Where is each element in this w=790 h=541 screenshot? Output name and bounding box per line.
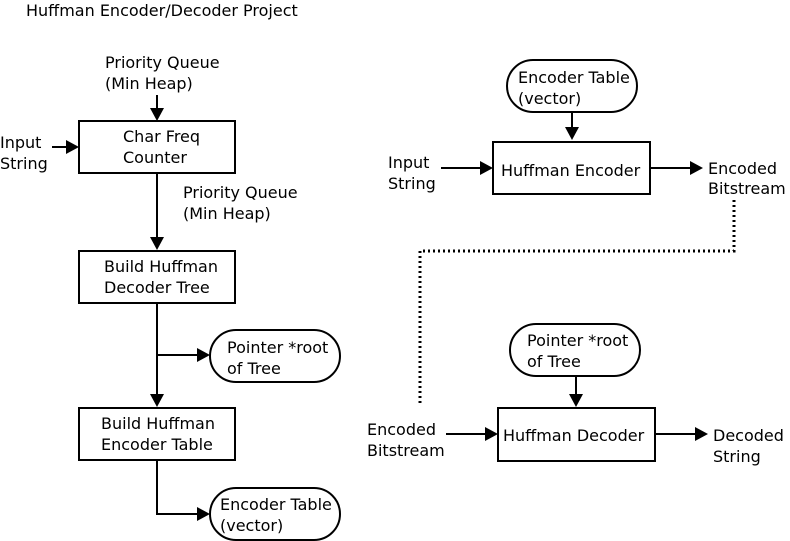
right-input-label-line2: String — [388, 174, 436, 193]
counter-to-tree-arrowhead — [150, 237, 164, 250]
left-input-label-line1: Input — [0, 133, 41, 152]
table-to-vector-arrow — [156, 460, 199, 515]
right-encoder-table-label-line1: Encoder Table — [518, 68, 630, 87]
pq-top-label-line2: (Min Heap) — [105, 74, 193, 93]
encoded-bitstream-out-line1: Encoded — [708, 159, 777, 178]
encoded-bitstream-out-line2: Bitstream — [708, 179, 786, 198]
tree-to-table-arrowhead — [150, 394, 164, 407]
decoder-to-string-arrowhead — [695, 427, 708, 441]
bitstream-dotted-connector — [418, 200, 736, 406]
huffman-decoder-label: Huffman Decoder — [503, 426, 645, 445]
tree-to-pointer-arrowhead — [197, 348, 210, 362]
encoder-to-bitstream-arrowhead — [690, 161, 703, 175]
pointer-to-decoder-arrowhead — [569, 394, 583, 407]
encoded-bitstream-in-line1: Encoded — [367, 420, 436, 439]
left-pointer-root-pill — [209, 329, 341, 383]
char-freq-label-line2: Counter — [123, 148, 187, 167]
bitstream-to-decoder-arrowhead — [485, 427, 498, 441]
table-to-vector-arrowhead — [197, 507, 210, 521]
left-encoder-table-pill — [209, 487, 341, 541]
pq-mid-label-line2: (Min Heap) — [183, 204, 271, 223]
left-pointer-label-line2: of Tree — [227, 359, 281, 378]
decoded-string-label-line1: Decoded — [713, 426, 784, 445]
right-encoder-table-label-line2: (vector) — [518, 89, 581, 108]
pq-mid-label-line1: Priority Queue — [183, 183, 298, 202]
pq-top-arrowhead — [150, 108, 164, 121]
decoded-string-label-line2: String — [713, 447, 761, 466]
build-table-label-line1: Build Huffman — [101, 414, 215, 433]
vector-to-encoder-arrowhead — [565, 127, 579, 140]
char-freq-label-line1: Char Freq — [123, 127, 200, 146]
build-decoder-tree-box — [78, 250, 236, 304]
left-encoder-table-label-line1: Encoder Table — [220, 495, 332, 514]
diagram-title: Huffman Encoder/Decoder Project — [26, 1, 298, 20]
build-tree-label-line1: Build Huffman — [104, 257, 218, 276]
left-input-label-line2: String — [0, 154, 48, 173]
right-input-label-line1: Input — [388, 153, 429, 172]
build-tree-label-line2: Decoder Tree — [104, 278, 210, 297]
encoded-bitstream-in-line2: Bitstream — [367, 441, 445, 460]
build-encoder-table-box — [78, 407, 236, 461]
left-flow: Priority Queue (Min Heap) Input String C… — [0, 53, 341, 541]
right-pointer-label-line2: of Tree — [527, 352, 581, 371]
build-table-label-line2: Encoder Table — [101, 435, 213, 454]
pq-top-label-line1: Priority Queue — [105, 53, 220, 72]
right-input-arrowhead — [480, 161, 493, 175]
right-flow: Encoder Table (vector) Input String Huff… — [367, 59, 786, 466]
right-pointer-label-line1: Pointer *root — [527, 331, 628, 350]
huffman-decoder-box — [497, 407, 656, 462]
left-input-arrowhead — [66, 140, 79, 154]
char-freq-counter-box — [78, 120, 236, 174]
left-pointer-label-line1: Pointer *root — [227, 338, 328, 357]
huffman-encoder-label: Huffman Encoder — [501, 161, 641, 180]
left-encoder-table-label-line2: (vector) — [220, 516, 283, 535]
